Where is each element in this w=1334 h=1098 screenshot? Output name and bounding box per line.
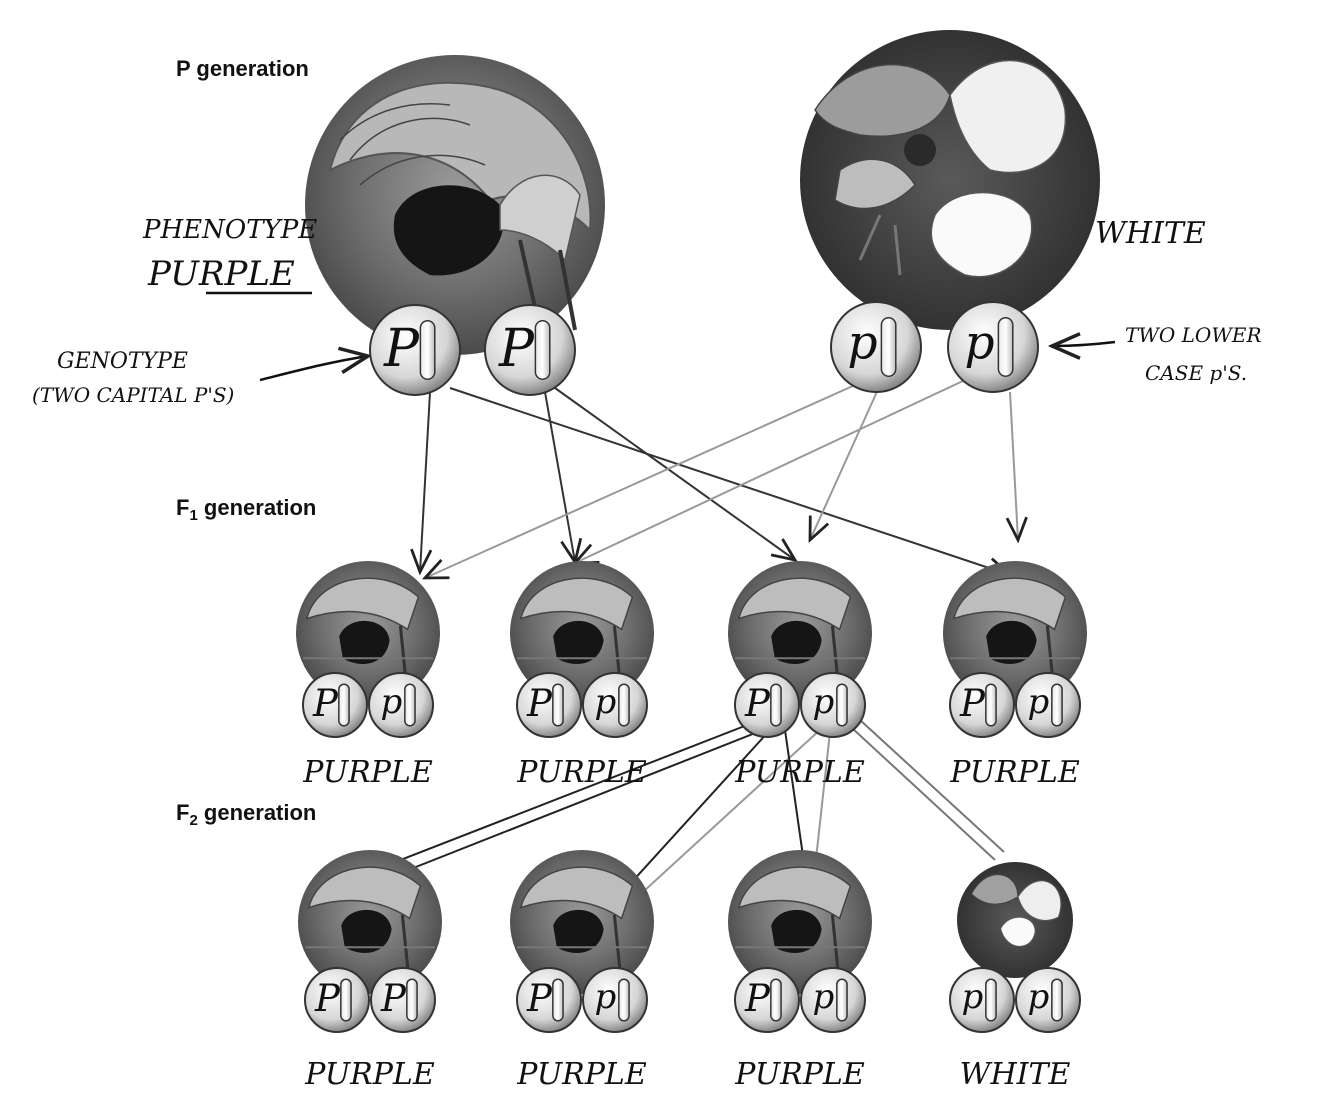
lower-case-arrow — [1052, 342, 1115, 346]
f1-allele-2b-letter: p — [595, 682, 617, 722]
phenotype-annotation: PHENOTYPE — [142, 215, 317, 245]
f2-flower-4 — [957, 862, 1073, 978]
purple-parent-flower — [305, 55, 605, 355]
f2-generation-label: F2 generation — [176, 800, 316, 829]
purple-parent-allele-2: P — [485, 305, 575, 395]
f1-to-f2-lines — [380, 720, 1004, 902]
f2-allele-3a: P — [735, 968, 799, 1032]
f1-phenotype-3: PURPLE — [734, 755, 865, 790]
white-parent-flower — [800, 30, 1100, 330]
lower-case-detail-annotation: CASE p'S. — [1145, 361, 1247, 385]
f1-allele-4b: p — [1016, 673, 1080, 737]
f1-allele-2b: p — [583, 673, 647, 737]
f1-generation-label: F1 generation — [176, 495, 316, 524]
f2-allele-1b: P — [371, 968, 435, 1032]
f2-allele-1b-letter: P — [380, 977, 407, 1020]
f2-allele-2b-letter: p — [595, 977, 617, 1017]
f2-allele-1a: P — [305, 968, 369, 1032]
f1-allele-1a-letter: P — [312, 682, 339, 725]
f1-allele-2a: P — [517, 673, 581, 737]
f2-allele-1a-letter: P — [314, 977, 341, 1020]
purple-parent-allele-1-letter: P — [383, 319, 420, 379]
f1-allele-3a-letter: P — [744, 682, 771, 725]
f1-phenotype-4: PURPLE — [949, 755, 1080, 790]
f1-phenotype-2: PURPLE — [516, 755, 647, 790]
f2-allele-3a-letter: P — [744, 977, 771, 1020]
white-parent-allele-2: p — [948, 302, 1038, 392]
white-annotation: WHITE — [1095, 216, 1206, 251]
purple-parent-allele-2-letter: P — [498, 319, 535, 379]
f2-allele-2a-letter: P — [526, 977, 553, 1020]
purple-parent-allele-1: P — [370, 305, 460, 395]
genotype-detail-annotation: (TWO CAPITAL P'S) — [32, 383, 234, 407]
f2-allele-2b: p — [583, 968, 647, 1032]
f1-allele-4b-letter: p — [1028, 682, 1050, 722]
white-parent-allele-1-letter: p — [847, 315, 877, 370]
p-to-f1-lines — [420, 380, 1018, 578]
f1-allele-3b-letter: p — [813, 682, 835, 722]
f2-allele-4a: p — [950, 968, 1014, 1032]
genotype-annotation: GENOTYPE — [57, 349, 188, 374]
f1-allele-2a-letter: P — [526, 682, 553, 725]
f1-phenotype-1: PURPLE — [302, 755, 433, 790]
f2-allele-3b: p — [801, 968, 865, 1032]
f1-allele-3a: P — [735, 673, 799, 737]
f2-phenotype-4: WHITE — [960, 1057, 1071, 1092]
p-generation-label: P generation — [176, 56, 309, 81]
f2-allele-3b-letter: p — [813, 977, 835, 1017]
f1-allele-4a-letter: P — [959, 682, 986, 725]
f2-phenotype-3: PURPLE — [734, 1057, 865, 1092]
white-parent-allele-2-letter: p — [964, 315, 994, 370]
f2-phenotype-2: PURPLE — [516, 1057, 647, 1092]
f2-phenotype-1: PURPLE — [304, 1057, 435, 1092]
white-parent-allele-1: p — [831, 302, 921, 392]
f1-allele-1a: P — [303, 673, 367, 737]
lower-case-annotation: TWO LOWER — [1125, 323, 1262, 347]
f1-allele-4a: P — [950, 673, 1014, 737]
f1-allele-1b: p — [369, 673, 433, 737]
f2-allele-4b-letter: p — [1028, 977, 1050, 1017]
genotype-arrow — [260, 356, 368, 380]
f1-allele-1b-letter: p — [381, 682, 403, 722]
phenotype-purple-annotation: PURPLE — [147, 254, 295, 294]
f2-allele-4a-letter: p — [962, 977, 984, 1017]
f2-allele-4b: p — [1016, 968, 1080, 1032]
f1-allele-3b: p — [801, 673, 865, 737]
f2-allele-2a: P — [517, 968, 581, 1032]
